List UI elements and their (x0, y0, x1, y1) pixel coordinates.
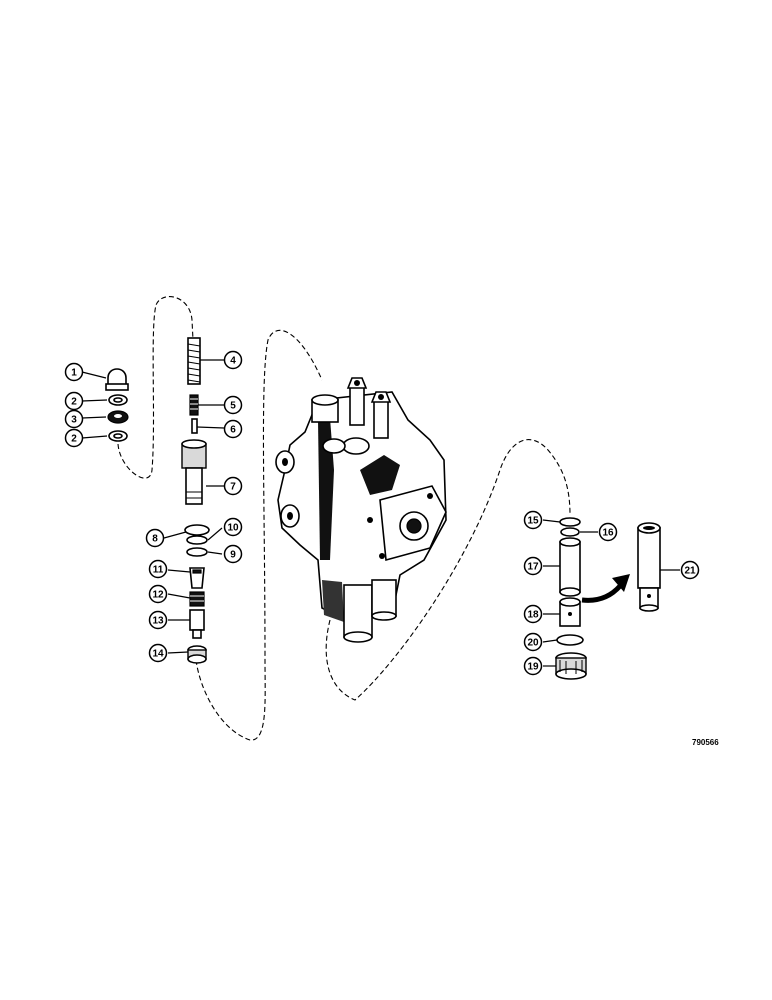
callout-17: 17 (523, 556, 543, 576)
part-16-backup-ring (560, 527, 580, 537)
part-9-o-ring (186, 547, 208, 557)
callout-18: 18 (523, 604, 543, 624)
callout-7: 7 (223, 476, 243, 496)
svg-text:3: 3 (71, 415, 77, 426)
svg-text:8: 8 (152, 534, 158, 545)
svg-text:21: 21 (684, 566, 696, 577)
callout-16: 16 (598, 522, 618, 542)
svg-text:18: 18 (527, 610, 539, 621)
part-3-nut (107, 410, 129, 424)
svg-text:6: 6 (230, 425, 236, 436)
replacement-arrow (581, 584, 622, 603)
callout-5: 5 (223, 395, 243, 415)
drawing-reference-number: 790566 (692, 738, 719, 747)
arrow-head-icon (612, 574, 630, 592)
svg-text:2: 2 (71, 434, 77, 445)
svg-text:12: 12 (152, 590, 164, 601)
part-14-seat (187, 645, 207, 664)
svg-text:5: 5 (230, 401, 236, 412)
callout-21: 21 (680, 560, 700, 580)
svg-text:15: 15 (527, 516, 539, 527)
part-1-acorn-nut (105, 368, 129, 391)
part-19-cap (555, 652, 587, 680)
part-15-o-ring (559, 517, 581, 527)
callout-2-lower: 2 (64, 428, 84, 448)
svg-text:19: 19 (527, 662, 539, 673)
control-valve-body (275, 377, 447, 643)
svg-text:11: 11 (153, 565, 164, 576)
callout-15: 15 (523, 510, 543, 530)
part-5-spring (189, 394, 199, 416)
part-20-o-ring (556, 634, 584, 646)
callout-14: 14 (148, 643, 168, 663)
callout-20: 20 (523, 632, 543, 652)
callout-11: 11 (148, 559, 168, 579)
svg-text:9: 9 (230, 550, 236, 561)
callout-10: 10 (223, 517, 243, 537)
svg-text:20: 20 (527, 638, 539, 649)
leader-lines (81, 359, 680, 667)
part-18-spool-plug (559, 597, 581, 627)
svg-text:17: 17 (527, 562, 539, 573)
assembly-path-lower-left (195, 329, 323, 741)
callout-6: 6 (223, 419, 243, 439)
callout-1: 1 (64, 362, 84, 382)
callout-8: 8 (145, 528, 165, 548)
part-4-threaded-stud (187, 337, 201, 385)
svg-text:13: 13 (152, 616, 164, 627)
callout-19: 19 (523, 656, 543, 676)
svg-text:14: 14 (152, 649, 164, 660)
svg-text:1: 1 (71, 368, 77, 379)
svg-text:7: 7 (230, 482, 236, 493)
part-7-adjuster-body (181, 439, 207, 505)
callout-12: 12 (148, 584, 168, 604)
part-13-plunger (189, 609, 205, 639)
part-6-pin (191, 418, 198, 434)
callout-4: 4 (223, 350, 243, 370)
part-17-sleeve (559, 537, 581, 597)
callout-3: 3 (64, 409, 84, 429)
part-8-o-ring (184, 524, 210, 536)
part-10-backup-ring (186, 535, 208, 545)
svg-text:2: 2 (71, 397, 77, 408)
part-12-spring (189, 591, 205, 607)
callout-13: 13 (148, 610, 168, 630)
svg-text:10: 10 (227, 523, 239, 534)
part-11-poppet (189, 567, 205, 589)
callout-9: 9 (223, 544, 243, 564)
part-21-alternate-sleeve (637, 522, 661, 612)
assembly-path-center (325, 439, 571, 701)
svg-text:16: 16 (602, 528, 614, 539)
svg-text:4: 4 (230, 356, 236, 367)
callout-2-upper: 2 (64, 391, 84, 411)
